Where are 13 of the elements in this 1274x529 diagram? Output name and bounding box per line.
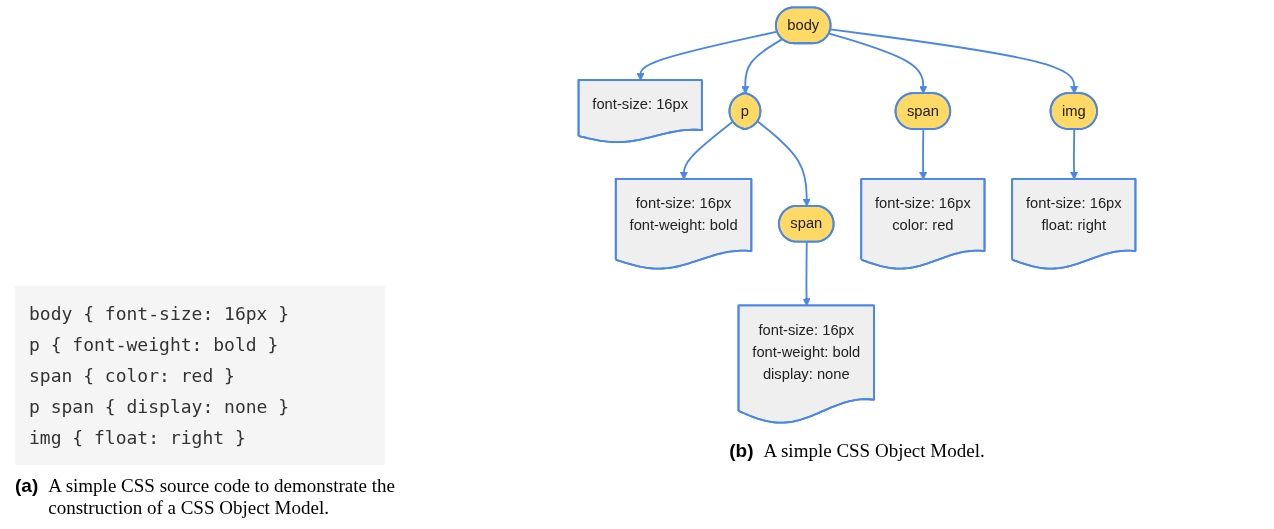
caption-label: (a)	[15, 475, 39, 498]
code-line: body { font-size: 16px }	[29, 302, 291, 326]
caption-text: A simple CSS Object Model.	[763, 440, 985, 462]
code-line: p span { display: none }	[29, 395, 291, 419]
arrow	[756, 120, 811, 207]
arrow	[741, 38, 784, 94]
code-line: p { font-weight: bold }	[29, 333, 280, 357]
caption-text: A simple CSS source code to demonstrate the construction of a CSS Object Model.	[48, 475, 396, 519]
code-line: img { float: right }	[29, 426, 247, 450]
caption-label: (b)	[729, 440, 754, 462]
arrow	[828, 32, 928, 94]
code-line: span { color: red }	[29, 364, 236, 388]
arrow	[829, 28, 1079, 94]
